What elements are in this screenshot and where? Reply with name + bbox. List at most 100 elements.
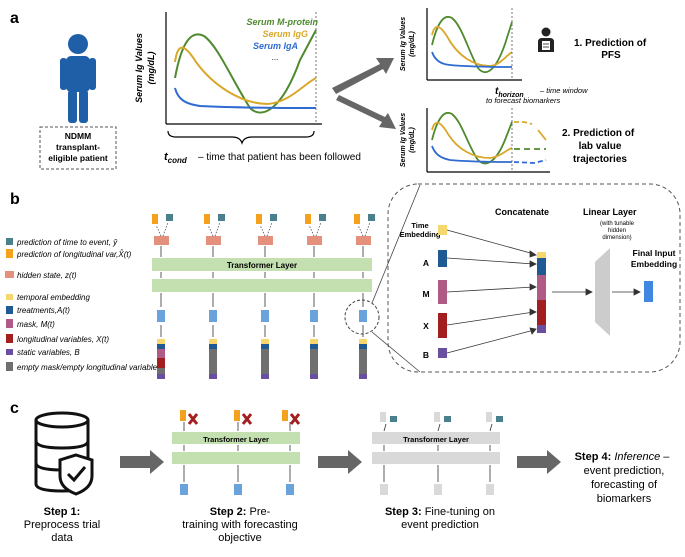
b-legend-item-1: prediction of time to event, ŷ — [16, 238, 118, 247]
zoom-line-top — [371, 184, 421, 304]
linear-layer-sub-2: hidden — [608, 228, 626, 234]
arrow-step3-to-step4 — [517, 450, 561, 474]
b-column-2 — [204, 214, 225, 379]
input-b — [438, 348, 447, 358]
panel-label-a: a — [10, 10, 19, 27]
final-embedding-label-1: Final Input — [633, 248, 676, 258]
thorizon-symbol: thorizon — [495, 86, 524, 99]
b-column-1 — [152, 214, 173, 379]
patient-icon — [60, 34, 96, 123]
step1-line2: data — [51, 532, 73, 544]
pred1-label-1: 1. Prediction of — [574, 38, 647, 49]
b-column-3 — [256, 214, 277, 379]
step2-line1: training with forecasting — [182, 519, 298, 531]
patient-label-1: NDMM — [65, 131, 91, 141]
b-legend: prediction of time to event, ŷ predictio… — [5, 238, 161, 372]
input-x — [438, 313, 447, 338]
b-transformer-bar-bottom — [152, 279, 372, 292]
step4-line2: event prediction, — [584, 465, 665, 477]
linear-layer-sub-3: dimension) — [602, 235, 631, 241]
pfs-chart: Serum Ig Values (mg/dL) — [400, 8, 522, 81]
arrow-step2-to-step3 — [318, 450, 362, 474]
legend-ellipsis: ... — [272, 53, 279, 62]
b-transformer-bar-top — [152, 258, 372, 271]
linear-layer-title: Linear Layer — [583, 207, 637, 217]
b-column-4 — [305, 214, 326, 379]
pred2-label-3: trajectories — [573, 154, 627, 165]
step3-transformer-label: Transformer Layer — [403, 435, 469, 444]
step3-transformer — [372, 412, 503, 495]
b-legend-item-4: temporal embedding — [17, 293, 90, 302]
step3-title-line: Step 3: Fine-tuning on — [385, 506, 495, 518]
linear-layer-sub-1: (with tunable — [600, 221, 635, 227]
input-label-time-1: Time — [411, 221, 428, 230]
legend-igg: Serum IgG — [262, 29, 308, 39]
arrow-step1-to-step2 — [120, 450, 164, 474]
patient-label-3: eligible patient — [48, 153, 108, 163]
series-iga-line — [174, 87, 317, 109]
pred2-label-1: 2. Prediction of — [562, 128, 635, 139]
concat-arrows — [446, 229, 641, 354]
input-label-a: A — [423, 258, 429, 268]
input-label-m: M — [422, 289, 429, 299]
database-shield-icon — [34, 411, 94, 496]
step4-line4: biomarkers — [597, 493, 652, 505]
b-transformer: Transformer Layer — [152, 258, 372, 292]
zoom-line-bottom — [371, 331, 421, 373]
embedding-detail-box — [387, 183, 681, 373]
legend-iga: Serum IgA — [253, 41, 298, 51]
step1-line1: Preprocess trial — [24, 519, 100, 531]
pred2-label-2: lab value — [579, 141, 622, 152]
panel-label-b: b — [10, 191, 20, 208]
arrow-to-trajectories — [336, 95, 396, 129]
concatenated-stack — [537, 252, 546, 333]
b-legend-item-6: mask, M(t) — [17, 320, 55, 329]
step2-transformer-label: Transformer Layer — [203, 435, 269, 444]
main-chart-ylabel-1: Serum Ig Values — [134, 33, 144, 103]
trajectory-chart-ylabel-1: Serum Ig Values — [400, 113, 407, 167]
trajectory-chart: Serum Ig Values (mg/dL) — [400, 108, 550, 173]
step4-title-line: Step 4: Inference – — [575, 451, 671, 463]
linear-layer-shape — [595, 248, 610, 336]
final-embedding-label-2: Embedding — [631, 259, 677, 269]
b-legend-item-2: prediction of longitudinal var,X̂(t) — [16, 250, 132, 259]
b-legend-item-5: treatments,A(t) — [17, 306, 70, 315]
patient-label-2: transplant- — [56, 142, 100, 152]
doctor-icon — [538, 27, 554, 52]
arrow-to-pfs — [332, 58, 394, 94]
tcond-description: – time that patient has been followed — [198, 152, 361, 163]
b-column-5 — [354, 214, 375, 379]
pfs-chart-ylabel-1: Serum Ig Values — [400, 17, 407, 71]
tcond-brace — [167, 130, 315, 145]
input-a — [438, 250, 447, 267]
series-igg-line — [174, 46, 317, 106]
b-legend-item-7: longitudinal variables, X(t) — [17, 335, 109, 344]
b-legend-item-3: hidden state, z(t) — [17, 271, 77, 280]
zoom-circle — [344, 299, 380, 335]
input-label-b: B — [423, 350, 429, 360]
trajectory-chart-ylabel-2: (mg/dL) — [409, 127, 416, 153]
step1-title: Step 1: — [44, 506, 81, 518]
tcond-symbol: tcond — [164, 151, 188, 165]
input-label-x: X — [423, 321, 429, 331]
b-legend-item-9: empty mask/empty longitudinal variables — [17, 363, 161, 372]
step4-line3: forecasting of — [591, 479, 658, 491]
input-label-time-2: Embedding — [400, 230, 441, 239]
step2-title-line: Step 2: Pre- — [210, 506, 271, 518]
b-transformer-label: Transformer Layer — [227, 261, 297, 270]
final-embedding-block — [644, 281, 653, 302]
thorizon-desc-1: – time window — [539, 86, 588, 95]
concatenate-label: Concatenate — [495, 207, 549, 217]
input-m — [438, 280, 447, 304]
main-chart: Serum Ig Values (mg/dL) Serum M-protein … — [134, 12, 361, 165]
b-legend-item-8: static variables, B — [17, 348, 80, 357]
step3-line2: event prediction — [401, 519, 479, 531]
pred1-label-2: PFS — [601, 50, 621, 61]
legend-m-protein: Serum M-protein — [246, 17, 318, 27]
step2-line3: objective — [218, 532, 261, 544]
panel-label-c: c — [10, 400, 19, 417]
main-chart-ylabel-2: (mg/dL) — [146, 52, 156, 85]
step2-transformer — [172, 410, 301, 495]
